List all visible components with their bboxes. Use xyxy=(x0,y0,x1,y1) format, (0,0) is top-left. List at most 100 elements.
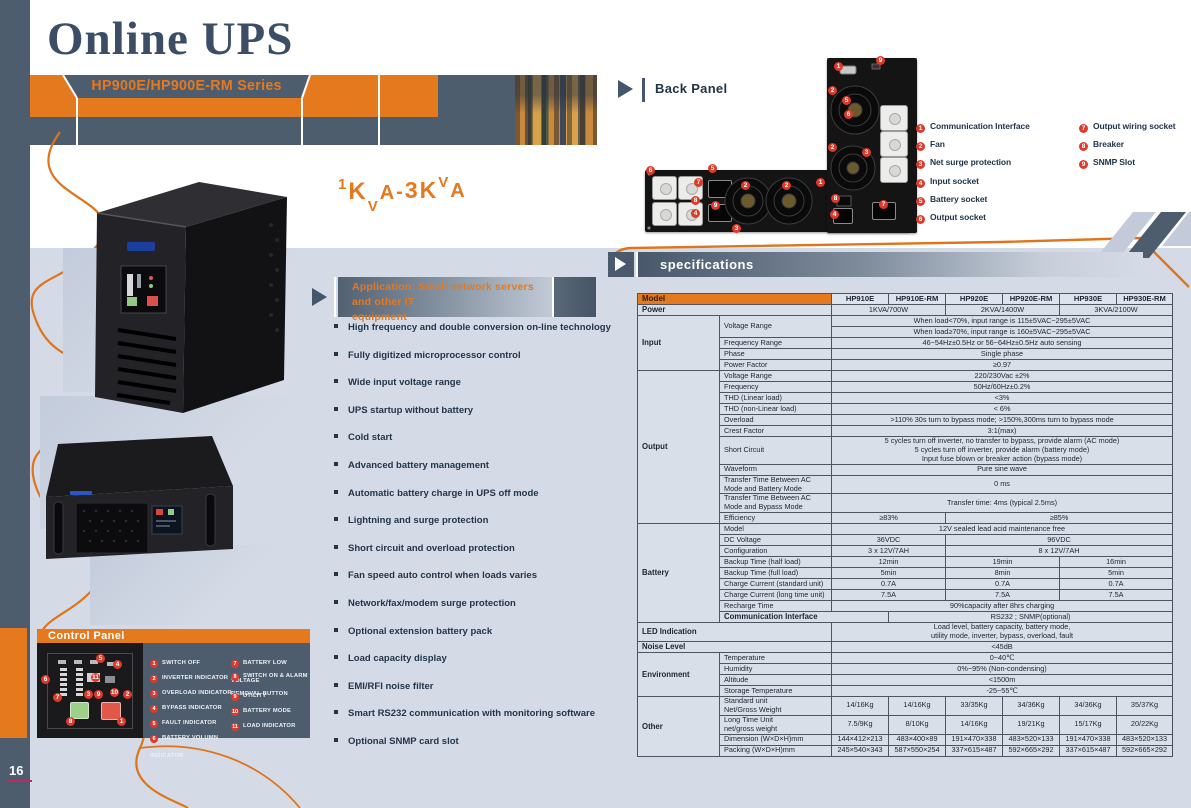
legend-item: 3 OVERLOAD INDICATOR xyxy=(150,681,232,699)
section-label-cell: Other xyxy=(637,696,720,757)
application-line1: Application: Small network servers and o… xyxy=(352,281,534,308)
switch-on-button xyxy=(70,702,89,719)
application-arrow-icon xyxy=(312,288,327,306)
output-socket xyxy=(880,105,908,131)
model-name-cell: HP920E xyxy=(945,293,1004,305)
numbered-red-dot-icon: 5 xyxy=(150,720,158,728)
output-socket xyxy=(880,157,908,183)
spec-label-cell: Altitude xyxy=(718,674,833,687)
series-banner-trapezoid xyxy=(62,75,380,145)
spec-value-cell: 0%~95% (Non-condensing) xyxy=(831,663,1174,676)
table-row: Efficiency≥83%≥85% xyxy=(638,512,1174,525)
spec-value-cell: 33/35Kg xyxy=(945,696,1004,716)
numbered-red-dot-icon: 3 xyxy=(150,690,158,698)
numbered-red-dot-icon: 7 xyxy=(231,660,239,668)
spec-value-cell: 16min xyxy=(1059,556,1174,569)
application-banner: Application: Small network servers and o… xyxy=(338,277,552,323)
range-letter: V xyxy=(367,198,378,215)
control-panel-left-accent xyxy=(0,628,27,738)
spec-label-cell: Overload xyxy=(718,414,833,426)
feature-item: EMI/RFI noise filter xyxy=(334,681,434,692)
spec-value-cell: 90%capacity after 8hrs charging xyxy=(831,600,1174,613)
spec-label-cell: Short Circuit xyxy=(718,436,833,465)
tower-back-panel-image xyxy=(827,58,917,233)
model-name-cell: HP920E-RM xyxy=(1002,293,1061,305)
spec-value-cell: 483×400×89 xyxy=(888,733,947,746)
spec-label-cell: Waveform xyxy=(718,463,833,476)
feature-item: Short circuit and overload protection xyxy=(334,543,515,554)
square-bullet-icon xyxy=(334,351,338,356)
spec-label-cell: Standard unit Net/Gross Weight xyxy=(718,696,833,716)
numbered-red-dot-icon: 5 xyxy=(916,196,925,206)
feature-text: Optional extension battery pack xyxy=(348,625,493,637)
application-banner-endcap xyxy=(554,277,596,317)
spec-value-cell: ≥83% xyxy=(831,512,947,525)
spec-label-cell: Temperature xyxy=(718,652,833,665)
range-letter: 3 xyxy=(404,177,418,203)
page-number-underline xyxy=(7,780,32,782)
feature-text: Load capacity display xyxy=(348,653,447,665)
spec-value-cell: When load≥70%, input range is 160±5VAC~2… xyxy=(831,326,1174,338)
spec-label-cell: Power Factor xyxy=(718,359,833,371)
spec-label-cell: Transfer Time Between AC Mode and Batter… xyxy=(718,474,833,495)
square-bullet-icon xyxy=(334,600,338,604)
legend-label: INVERTER INDICATOR xyxy=(162,675,229,681)
spec-value-cell: <45dB xyxy=(831,641,1174,654)
spec-value-cell: 36VDC xyxy=(831,534,947,547)
spec-label-cell: Charge Current (standard unit) xyxy=(718,578,833,591)
legend-label: OVERLOAD INDICATOR xyxy=(162,690,232,696)
spec-value-cell: 0.7A xyxy=(831,578,947,591)
control-panel-frame xyxy=(47,653,133,729)
legend-label: Output wiring socket xyxy=(1093,121,1176,131)
control-panel-banner: Control Panel xyxy=(37,629,310,643)
led-bar-column xyxy=(76,668,83,698)
numbered-red-dot-icon: 8 xyxy=(1079,142,1088,152)
spec-value-cell: 191×470×338 xyxy=(945,733,1004,746)
spec-value-cell: 7.5A xyxy=(1059,589,1174,602)
feature-list: High frequency and double conversion on-… xyxy=(334,322,634,762)
model-name-cell: HP910E xyxy=(831,293,890,305)
feature-text: Smart RS232 communication with monitorin… xyxy=(348,708,596,720)
output-socket xyxy=(678,202,703,226)
spec-value-cell: 144×412×213 xyxy=(831,733,890,746)
legend-item: 5 FAULT INDICATOR xyxy=(150,711,217,729)
display-segment xyxy=(58,660,66,664)
feature-text: Automatic battery charge in UPS off mode xyxy=(348,487,539,499)
back-panel-title: Back Panel xyxy=(655,81,728,96)
legend-label: FAULT INDICATOR xyxy=(162,720,217,726)
control-panel-image xyxy=(37,643,143,738)
feature-text: Fully digitized microprocessor control xyxy=(348,349,521,361)
spec-value-cell: ≥85% xyxy=(945,512,1174,525)
square-bullet-icon xyxy=(334,379,338,384)
spec-value-cell: 14/16Kg xyxy=(831,696,890,716)
legend-label: Output socket xyxy=(930,212,986,222)
feature-text: Cold start xyxy=(348,432,393,444)
spec-label-cell: Voltage Range xyxy=(718,315,833,338)
spec-label-cell: Charge Current (long time unit) xyxy=(718,589,833,602)
feature-item: Lightning and surge protection xyxy=(334,515,488,526)
spec-value-cell: 592×665×292 xyxy=(1002,744,1061,757)
table-row: Transfer Time Between AC Mode and Bypass… xyxy=(638,493,1174,514)
spec-value-cell: 5min xyxy=(831,567,947,580)
numbered-red-dot-icon: 1 xyxy=(916,124,925,133)
numbered-red-dot-icon: 10 xyxy=(231,708,239,716)
spec-label-cell: Crest Factor xyxy=(718,425,833,437)
spec-value-cell: 15/17Kg xyxy=(1059,714,1118,735)
spec-value-cell: 5min xyxy=(1059,567,1174,580)
legend-label: Breaker xyxy=(1093,139,1124,150)
